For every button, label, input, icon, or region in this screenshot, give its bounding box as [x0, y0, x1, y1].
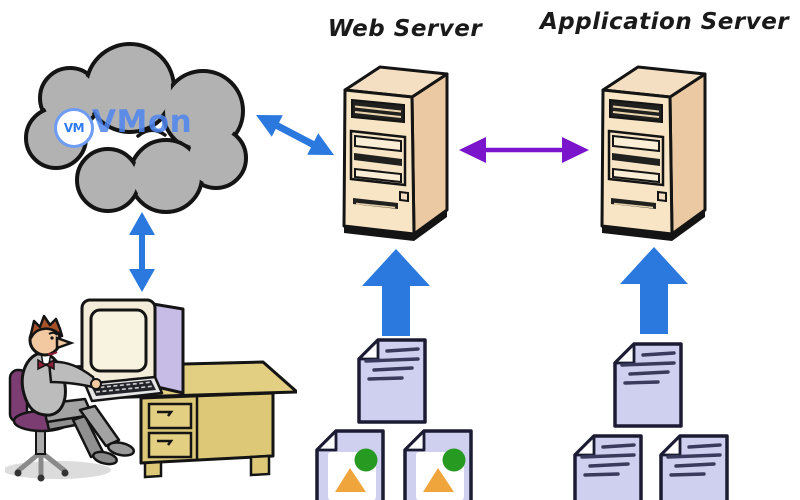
image-document-icon: [402, 428, 474, 500]
cloud-inner-swirl: [136, 128, 167, 138]
cloud-workstation-arrow: [129, 212, 155, 292]
webcontent-upload-arrow: [356, 246, 436, 338]
vmon-logo-badge: VM: [54, 108, 94, 148]
bow-tie: [44, 358, 55, 371]
cloud-webserver-arrow: [256, 115, 334, 155]
floor-shadow: [5, 461, 111, 479]
text-document-icon: [612, 341, 684, 429]
web-server-label: Web Server: [327, 16, 483, 42]
application-server-label: Application Server: [540, 9, 790, 35]
hair: [29, 314, 64, 340]
desk-drawer: [147, 431, 193, 459]
vmon-watermark-text: VMon: [92, 104, 193, 140]
bow-tie: [37, 358, 48, 371]
keyboard: [83, 375, 164, 403]
user-workstation-illustration: [5, 298, 297, 482]
web-server-tower-icon: [340, 52, 452, 242]
text-document-icon: [572, 433, 644, 500]
monitor-screen: [89, 308, 148, 373]
desk-drawer: [147, 402, 193, 430]
hand: [90, 378, 102, 390]
vmon-badge-text: VM: [63, 121, 85, 135]
nose: [55, 336, 75, 350]
text-document-icon: [356, 337, 428, 425]
image-document-icon: [314, 428, 386, 500]
webserver-appserver-arrow: [459, 137, 589, 163]
internet-cloud-icon: [24, 42, 248, 214]
text-document-icon: [658, 433, 730, 500]
application-server-tower-icon: [598, 52, 710, 242]
person: [20, 314, 136, 466]
crt-monitor: [80, 298, 185, 395]
appcontent-upload-arrow: [614, 244, 694, 336]
